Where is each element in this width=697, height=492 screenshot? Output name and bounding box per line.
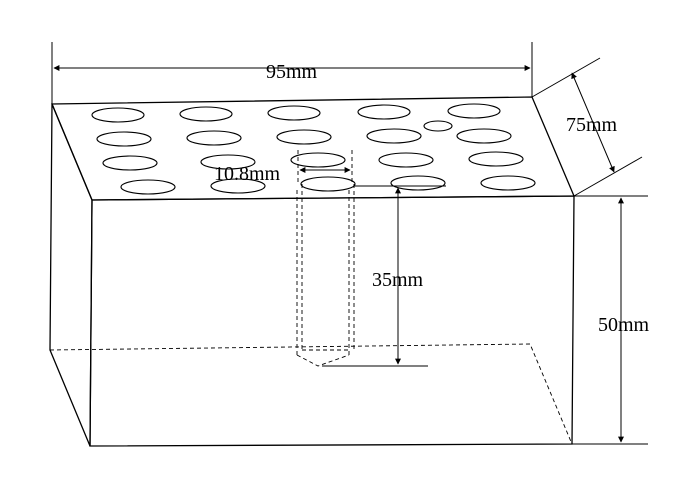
hole — [179, 106, 233, 122]
hole — [210, 178, 266, 194]
hole-grid — [91, 103, 536, 195]
hole-diameter-label: 10.8mm — [214, 163, 281, 185]
dimension-depth: 75mm — [531, 57, 643, 197]
hole — [378, 152, 434, 168]
front-face — [89, 195, 575, 447]
width-label: 95mm — [266, 61, 318, 83]
dimension-height: 50mm — [572, 195, 650, 445]
hole — [447, 103, 501, 119]
hole — [480, 175, 536, 191]
dimension-hole-diameter: 10.8mm — [214, 163, 351, 185]
hole — [267, 105, 321, 121]
hole — [357, 104, 411, 120]
hole — [120, 179, 176, 195]
hole — [96, 131, 152, 147]
hole — [276, 129, 332, 145]
hole — [186, 130, 242, 146]
depth-label: 75mm — [566, 114, 618, 136]
hidden-bottom-edge — [49, 343, 573, 445]
left-side-face — [49, 103, 93, 447]
dimension-hole-depth: 35mm — [322, 185, 446, 367]
hidden-bore — [296, 150, 355, 367]
hole — [390, 175, 446, 191]
height-label: 50mm — [598, 314, 650, 336]
block-outline — [49, 96, 575, 447]
hole — [200, 154, 256, 170]
hole — [456, 128, 512, 144]
small-hole — [423, 120, 453, 132]
hole-depth-label: 35mm — [372, 269, 424, 291]
hole — [300, 176, 356, 192]
hole — [468, 151, 524, 167]
hole — [91, 107, 145, 123]
dimension-width: 95mm — [51, 42, 533, 104]
hole — [102, 155, 158, 171]
hole — [366, 128, 422, 144]
hole — [290, 152, 346, 168]
